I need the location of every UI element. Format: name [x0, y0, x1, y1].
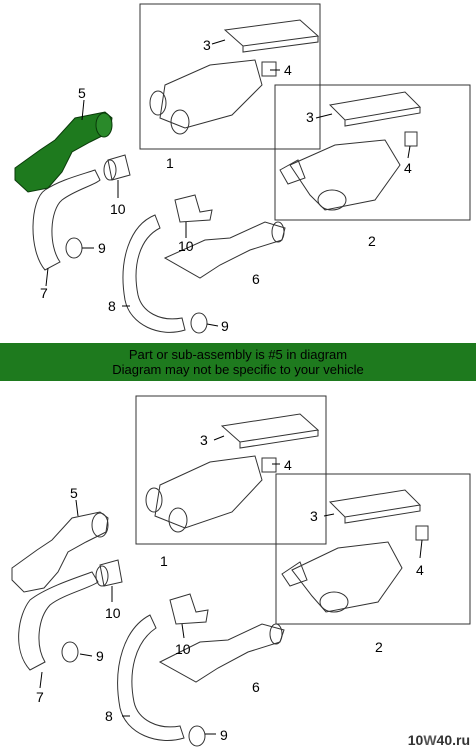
callout-3: 3: [200, 432, 208, 448]
assembly-2-frame: [275, 473, 471, 625]
watermark-logo: 10W40.ru: [408, 732, 470, 748]
assembly-2-frame: [274, 84, 471, 221]
airbox-housing: [159, 59, 263, 129]
diagram-svg-top: 1 2 3 3 4 4 5 6 7 8 9 9 10 10: [14, 3, 471, 334]
airbox-housing: [154, 455, 263, 529]
banner-line-1: Part or sub-assembly is #5 in diagram: [128, 347, 348, 362]
intake-hose-part-5[interactable]: [11, 511, 109, 593]
callout-7: 7: [36, 689, 44, 705]
hose-clamp: [190, 312, 208, 334]
callout-2: 2: [368, 233, 376, 249]
callout-8: 8: [108, 298, 116, 314]
intake-duct: [117, 614, 185, 741]
hose-clamp: [65, 237, 83, 259]
hose-clamp: [188, 725, 206, 747]
callout-7: 7: [40, 285, 48, 301]
callout-3: 3: [306, 109, 314, 125]
callout-8: 8: [105, 708, 113, 724]
parts-diagram-plain: 1 2 3 3 4 4 5 6 7 8 9 9 10 10: [0, 390, 476, 747]
callout-4: 4: [284, 457, 292, 473]
callout-6: 6: [252, 679, 260, 695]
diagram-svg-bottom: 1 2 3 3 4 4 5 6 7 8 9 9 10 10: [11, 395, 471, 747]
callout-9: 9: [220, 727, 228, 743]
callout-6: 6: [252, 271, 260, 287]
parts-diagram-highlighted: 1 2 3 3 4 4 5 6 7 8 9 9 10 10: [0, 0, 476, 340]
highlighted-part-5[interactable]: [14, 111, 113, 193]
callout-1: 1: [160, 553, 168, 569]
mass-air-flow-sensor: [99, 559, 123, 587]
callout-5: 5: [78, 85, 86, 101]
callout-9: 9: [98, 240, 106, 256]
callout-4: 4: [416, 562, 424, 578]
callout-10: 10: [178, 238, 194, 254]
assembly-1-frame: [139, 3, 321, 150]
watermark-prefix: 10: [407, 732, 424, 748]
mass-air-flow-sensor: [107, 154, 131, 181]
callout-9: 9: [96, 648, 104, 664]
highlighted-part-5-end: [95, 112, 113, 138]
airbox-housing: [289, 139, 401, 211]
sensor-clip: [261, 61, 277, 77]
callout-4: 4: [284, 62, 292, 78]
callout-1: 1: [166, 155, 174, 171]
intake-duct: [18, 571, 99, 671]
mass-air-flow-sensor: [169, 593, 209, 625]
callout-9: 9: [221, 318, 229, 334]
mass-air-flow-sensor: [174, 194, 213, 223]
hose-clamp: [61, 641, 79, 663]
watermark-mid: W: [423, 732, 437, 748]
assembly-1-frame: [135, 395, 327, 545]
callout-10: 10: [105, 605, 121, 621]
info-banner: Part or sub-assembly is #5 in diagram Di…: [0, 343, 476, 381]
callout-10: 10: [175, 641, 191, 657]
sensor-clip: [261, 457, 277, 473]
intake-duct: [32, 169, 101, 271]
watermark-suffix: 40.ru: [436, 732, 470, 748]
air-filter-element: [223, 19, 320, 47]
banner-line-2: Diagram may not be specific to your vehi…: [112, 362, 364, 377]
callout-3: 3: [203, 37, 211, 53]
callout-3: 3: [310, 508, 318, 524]
callout-5: 5: [70, 485, 78, 501]
airbox-housing: [291, 541, 403, 613]
intake-duct: [122, 214, 186, 333]
callout-10: 10: [110, 201, 126, 217]
callout-2: 2: [375, 639, 383, 655]
callout-4: 4: [404, 160, 412, 176]
